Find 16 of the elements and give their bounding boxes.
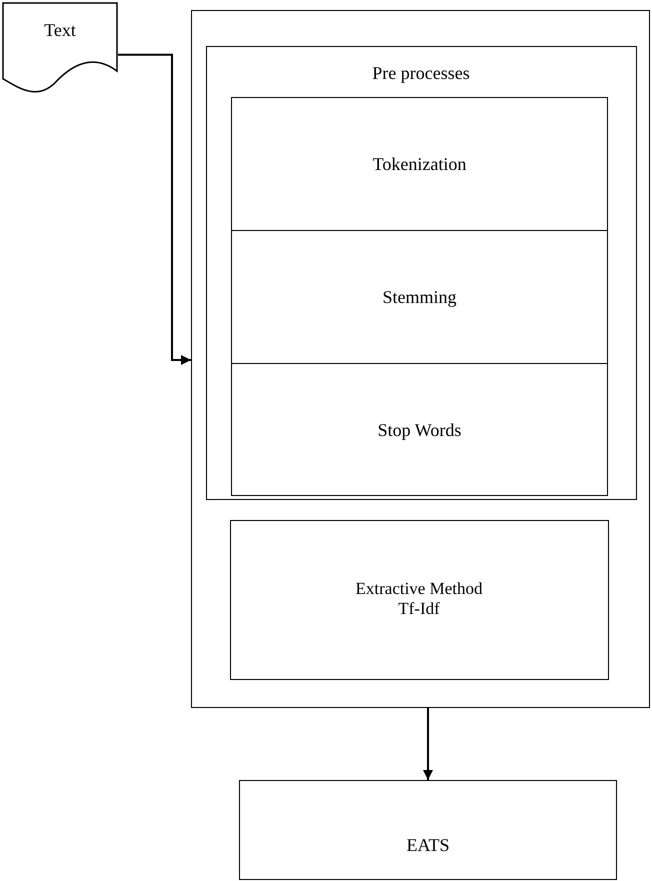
box-label: EATS — [405, 835, 450, 856]
box-label: Stemming — [381, 287, 458, 308]
arrow — [423, 708, 433, 780]
process-box — [231, 230, 608, 364]
group-title: Pre processes — [371, 62, 471, 84]
container-box — [191, 10, 650, 708]
process-box — [231, 97, 608, 231]
process-box — [231, 363, 608, 496]
process-box — [239, 780, 617, 880]
arrow — [118, 54, 191, 365]
box-label: Text — [43, 20, 77, 41]
group-box — [206, 46, 636, 500]
box-label: Tokenization — [372, 154, 468, 175]
box-label: Extractive Method Tf-Idf — [354, 578, 484, 618]
process-box — [230, 520, 608, 680]
box-label: Stop Words — [376, 420, 462, 441]
